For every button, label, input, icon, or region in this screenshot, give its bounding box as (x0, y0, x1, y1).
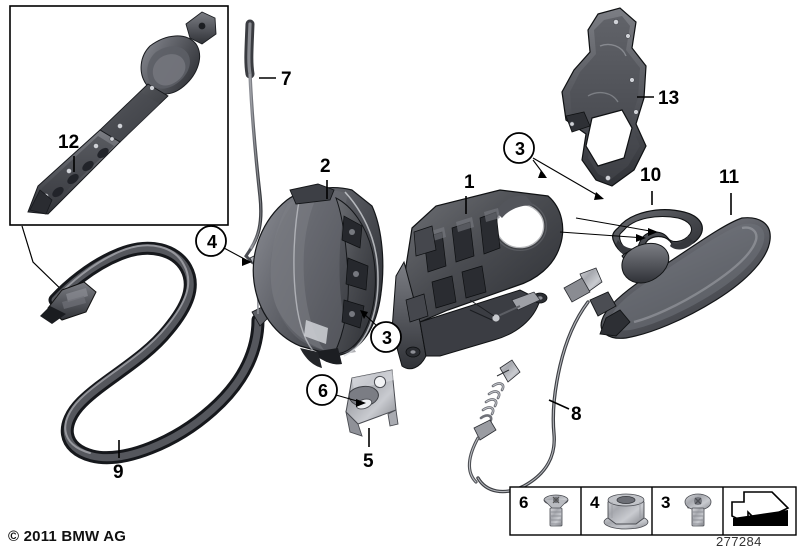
part-12-handle-carrier-rail (27, 11, 217, 215)
callout-label-1: 1 (464, 172, 475, 193)
part-5-striker-bracket (345, 369, 399, 437)
callout-label-4: 4 (206, 232, 217, 252)
leader-3b (360, 310, 378, 327)
direction-arrow-icon (731, 491, 790, 526)
part-7-lock-rod (244, 19, 263, 264)
leader-8 (548, 399, 570, 410)
part-11-outer-door-handle (589, 217, 771, 339)
pan-head-torx-screw-icon (684, 493, 712, 527)
flange-nut-icon (603, 493, 649, 530)
callout-label-12: 12 (58, 132, 80, 153)
part-9-bowden-cable-lock (40, 241, 271, 465)
callout-label-3b: 3 (381, 328, 392, 348)
countersunk-torx-screw-icon (543, 494, 569, 527)
part-2-door-lock-actuator (252, 183, 384, 368)
copyright-notice: © 2011 BMW AG (8, 528, 127, 545)
part-8-bowden-cable-handle (467, 267, 603, 494)
callout-label-5: 5 (363, 451, 374, 472)
callout-label-3a: 3 (514, 139, 525, 159)
part-13-handle-support-bracket (561, 7, 647, 187)
leader-6a (335, 394, 366, 407)
callout-circle-6a (306, 374, 338, 406)
callout-circles (195, 132, 535, 406)
leader-10-to-part (559, 217, 658, 242)
inset-frame (9, 5, 229, 226)
legend-number-3: 3 (661, 493, 671, 512)
fastener-legend (509, 486, 797, 536)
callout-label-7: 7 (281, 69, 292, 90)
leader-3a (532, 157, 604, 200)
callout-circle-3b (370, 321, 402, 353)
callout-label-2: 2 (320, 156, 331, 177)
callout-label-13: 13 (658, 88, 680, 109)
legend-number-1: 6 (519, 493, 529, 512)
callout-label-8: 8 (571, 404, 582, 425)
part-1-door-handle-carrier (391, 189, 564, 370)
callout-label-9: 9 (113, 462, 124, 483)
drawing-number: 277284 (716, 534, 762, 549)
callout-circle-4 (195, 225, 227, 257)
legend-number-2: 4 (590, 493, 600, 512)
callout-label-10: 10 (640, 165, 662, 186)
callout-circle-3a (503, 132, 535, 164)
callout-label-11: 11 (719, 167, 740, 188)
leader-4 (223, 247, 252, 266)
callout-label-6a: 6 (317, 381, 328, 401)
